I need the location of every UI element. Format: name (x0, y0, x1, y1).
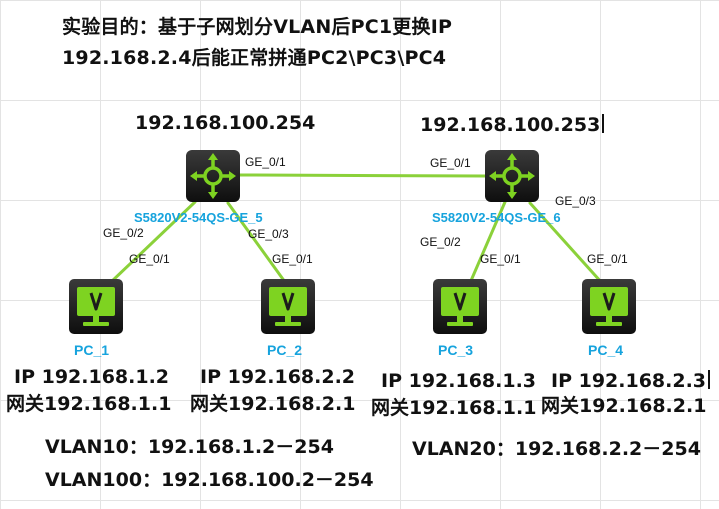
pc-3-gateway: 网关192.168.1.1 (371, 397, 537, 419)
pc-monitor-icon[interactable] (431, 277, 489, 336)
vlan10-range: VLAN10：192.168.1.2－254 (45, 436, 334, 458)
router-switch-icon[interactable] (184, 148, 242, 204)
pc-2-name: PC_2 (267, 342, 303, 358)
title-line-1: 实验目的：基于子网划分VLAN后PC1更换IP (62, 16, 453, 38)
pc-1-name: PC_1 (74, 342, 110, 358)
port-label-sw1-uplink: GE_0/1 (245, 155, 286, 169)
switch-1-ip: 192.168.100.254 (135, 112, 316, 134)
pc-2-gateway: 网关192.168.2.1 (190, 393, 356, 415)
port-label-sw2-uplink: GE_0/1 (430, 156, 471, 170)
router-switch-icon[interactable] (483, 148, 541, 204)
pc-2-ip: IP 192.168.2.2 (200, 366, 356, 388)
pc-4-gateway: 网关192.168.2.1 (541, 395, 707, 417)
title-line-2: 192.168.2.4后能正常拼通PC2\PC3\PC4 (62, 47, 447, 69)
port-label-pc2-nic: GE_0/1 (272, 252, 313, 266)
link-sw1-pc2 (226, 201, 287, 284)
pc-monitor-icon[interactable] (67, 277, 125, 336)
pc-3-name: PC_3 (438, 342, 474, 358)
port-label-pc4-nic: GE_0/1 (587, 252, 628, 266)
pc-monitor-icon[interactable] (259, 277, 317, 336)
switch-1-name: S5820V2-54QS-GE_5 (134, 210, 263, 225)
pc-3-ip: IP 192.168.1.3 (381, 370, 537, 392)
switch-2-ip: 192.168.100.253 (420, 114, 605, 135)
link-sw2-pc4 (528, 201, 604, 285)
switch-2-name: S5820V2-54QS-GE_6 (432, 210, 561, 225)
port-label-pc1-nic: GE_0/1 (129, 252, 170, 266)
port-label-sw2-ge02: GE_0/2 (420, 235, 461, 249)
pc-1-ip: IP 192.168.1.2 (14, 366, 170, 388)
port-label-sw1-ge02: GE_0/2 (103, 226, 144, 240)
link-sw2-pc3 (468, 200, 507, 285)
port-label-pc3-nic: GE_0/1 (480, 252, 521, 266)
port-label-sw2-ge03: GE_0/3 (555, 194, 596, 208)
vlan100-range: VLAN100：192.168.100.2－254 (45, 469, 374, 491)
link-sw1-sw2 (238, 173, 487, 178)
port-label-sw1-ge03: GE_0/3 (248, 227, 289, 241)
pc-4-ip: IP 192.168.2.3 (551, 370, 711, 391)
pc-1-gateway: 网关192.168.1.1 (6, 393, 172, 415)
pc-4-name: PC_4 (588, 342, 624, 358)
vlan20-range: VLAN20：192.168.2.2－254 (412, 438, 701, 460)
link-sw1-pc1 (108, 200, 197, 285)
pc-monitor-icon[interactable] (580, 277, 638, 336)
